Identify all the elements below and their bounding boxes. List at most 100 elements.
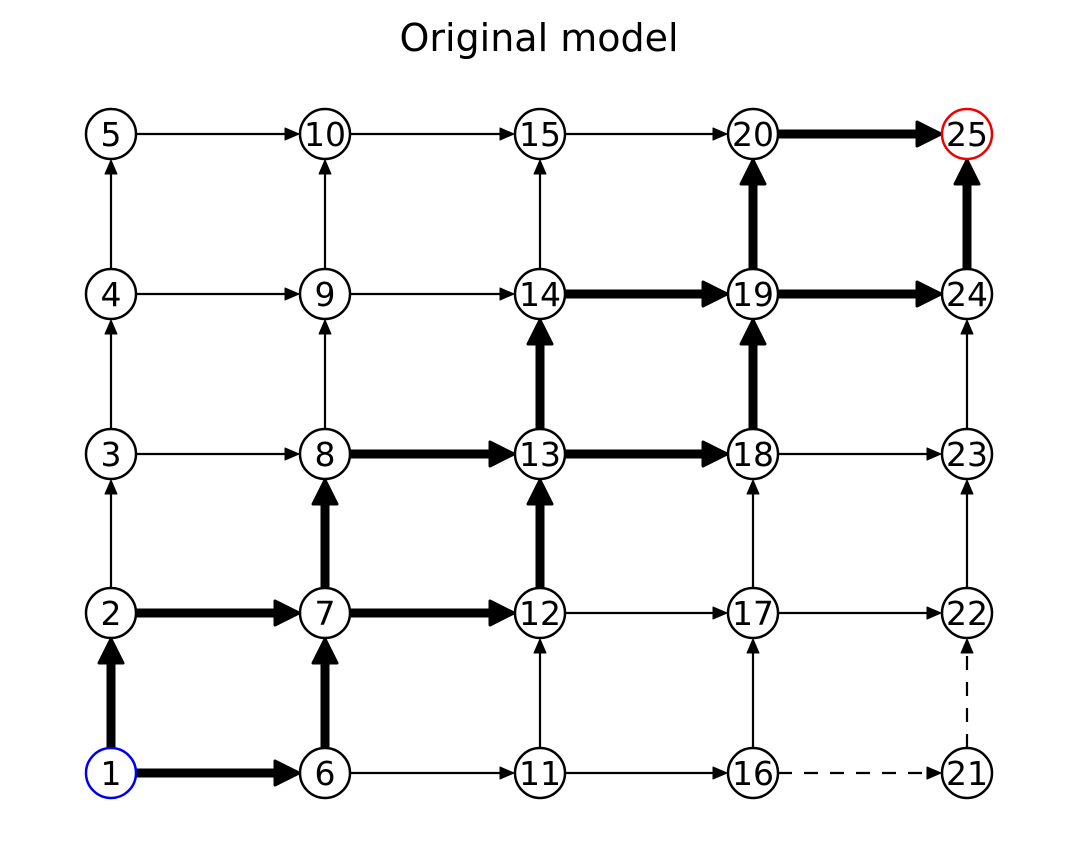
edge-17-18 xyxy=(746,479,760,588)
node-label: 3 xyxy=(101,435,122,474)
node-circle xyxy=(84,107,138,161)
arrowhead-icon xyxy=(533,638,547,654)
node-9: 9 xyxy=(298,267,352,321)
node-circle xyxy=(513,746,567,800)
node-18: 18 xyxy=(726,427,780,481)
node-label: 10 xyxy=(304,115,346,154)
node-label: 21 xyxy=(946,754,988,793)
arrowhead-icon xyxy=(915,280,943,308)
arrowhead-icon xyxy=(318,159,332,175)
node-15: 15 xyxy=(513,107,567,161)
arrowhead-icon xyxy=(533,159,547,175)
edge-9-10 xyxy=(318,159,332,269)
edge-21-22 xyxy=(960,638,974,748)
node-circle xyxy=(298,427,352,481)
node-13: 13 xyxy=(513,427,567,481)
edge-22-23 xyxy=(960,479,974,588)
node-circle xyxy=(513,586,567,640)
diagram-title: Original model xyxy=(399,16,678,60)
edge-5-10 xyxy=(136,127,300,141)
arrowhead-icon xyxy=(311,478,339,506)
edge-3-4 xyxy=(104,319,118,429)
edge-7-12 xyxy=(350,599,516,627)
node-23: 23 xyxy=(940,427,994,481)
arrowhead-icon xyxy=(104,159,118,175)
node-circle xyxy=(940,427,994,481)
nodes-layer: 1234567891011121314151617181920212223242… xyxy=(84,107,994,800)
node-label: 5 xyxy=(101,115,122,154)
edge-24-25 xyxy=(953,158,981,269)
edge-12-13 xyxy=(526,478,554,588)
edge-6-11 xyxy=(350,766,515,780)
edge-11-12 xyxy=(533,638,547,748)
node-circle xyxy=(513,427,567,481)
edge-10-15 xyxy=(350,127,515,141)
node-label: 20 xyxy=(732,115,774,154)
node-20: 20 xyxy=(726,107,780,161)
edge-16-21 xyxy=(778,766,942,780)
node-label: 22 xyxy=(946,594,988,633)
node-label: 11 xyxy=(519,754,561,793)
node-label: 4 xyxy=(101,275,122,314)
arrowhead-icon xyxy=(273,599,301,627)
node-circle xyxy=(940,586,994,640)
node-circle xyxy=(726,746,780,800)
edge-7-8 xyxy=(311,478,339,588)
node-label: 15 xyxy=(519,115,561,154)
node-label: 17 xyxy=(732,594,774,633)
arrowhead-icon xyxy=(960,638,974,654)
arrowhead-icon xyxy=(960,479,974,495)
arrowhead-icon xyxy=(746,479,760,495)
arrowhead-icon xyxy=(739,318,767,346)
node-circle xyxy=(298,267,352,321)
node-circle xyxy=(84,746,138,800)
edge-23-24 xyxy=(960,319,974,429)
node-label: 24 xyxy=(946,275,988,314)
arrowhead-icon xyxy=(499,766,515,780)
edge-14-19 xyxy=(565,280,729,308)
arrowhead-icon xyxy=(311,637,339,665)
arrowhead-icon xyxy=(926,606,942,620)
node-16: 16 xyxy=(726,746,780,800)
arrowhead-icon xyxy=(712,127,728,141)
node-circle xyxy=(726,107,780,161)
node-25: 25 xyxy=(940,107,994,161)
node-circle xyxy=(84,586,138,640)
edge-9-14 xyxy=(350,287,515,301)
node-circle xyxy=(940,267,994,321)
arrowhead-icon xyxy=(499,287,515,301)
node-22: 22 xyxy=(940,586,994,640)
arrowhead-icon xyxy=(97,637,125,665)
arrowhead-icon xyxy=(284,127,300,141)
node-5: 5 xyxy=(84,107,138,161)
edge-16-17 xyxy=(746,638,760,748)
edge-3-8 xyxy=(136,447,300,461)
node-2: 2 xyxy=(84,586,138,640)
arrowhead-icon xyxy=(926,766,942,780)
node-4: 4 xyxy=(84,267,138,321)
edge-15-20 xyxy=(565,127,728,141)
node-label: 16 xyxy=(732,754,774,793)
node-6: 6 xyxy=(298,746,352,800)
arrowhead-icon xyxy=(488,440,516,468)
arrowhead-icon xyxy=(960,319,974,335)
node-10: 10 xyxy=(298,107,352,161)
node-circle xyxy=(298,107,352,161)
node-label: 12 xyxy=(519,594,561,633)
edge-1-2 xyxy=(97,637,125,748)
edge-8-13 xyxy=(350,440,516,468)
node-12: 12 xyxy=(513,586,567,640)
node-label: 1 xyxy=(101,754,122,793)
arrowhead-icon xyxy=(104,319,118,335)
node-7: 7 xyxy=(298,586,352,640)
edge-12-17 xyxy=(565,606,728,620)
node-label: 13 xyxy=(519,435,561,474)
arrowhead-icon xyxy=(318,319,332,335)
node-label: 6 xyxy=(315,754,336,793)
arrowhead-icon xyxy=(499,127,515,141)
arrowhead-icon xyxy=(104,479,118,495)
node-label: 14 xyxy=(519,275,561,314)
arrowhead-icon xyxy=(712,606,728,620)
node-label: 2 xyxy=(101,594,122,633)
